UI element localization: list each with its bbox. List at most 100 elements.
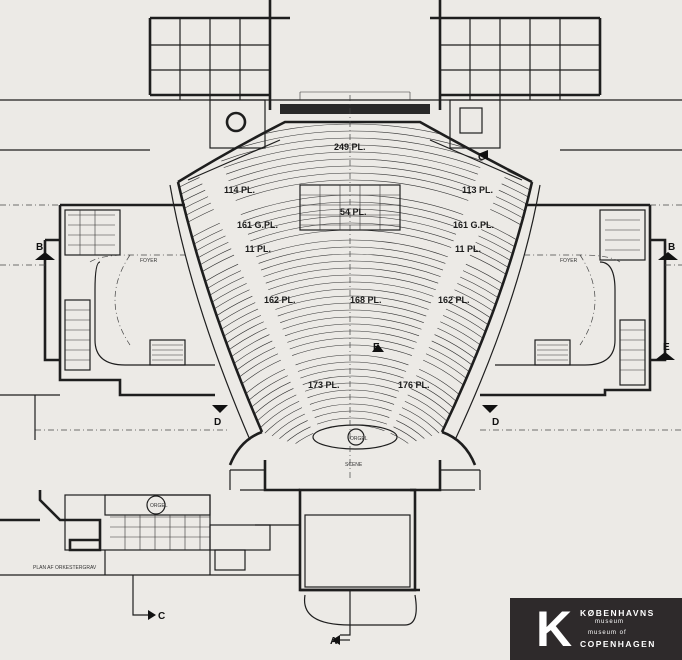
- seat-row: [178, 235, 226, 365]
- seat-row: [309, 396, 395, 405]
- seat-row: [457, 283, 532, 391]
- seat-row: [228, 158, 476, 182]
- label-161-right: 161 G.PL.: [453, 220, 494, 230]
- seat-row: [284, 323, 420, 337]
- seat-row: [258, 246, 446, 264]
- seat-row: [178, 295, 253, 398]
- seat-row: [401, 407, 459, 451]
- section-marker-a: A: [330, 636, 337, 647]
- label-176: 176 PL.: [398, 380, 430, 390]
- logo-line2: museum: [595, 619, 625, 625]
- label-173: 173 PL.: [308, 380, 340, 390]
- label-11-right: 11 PL.: [455, 244, 481, 254]
- seat-row: [245, 208, 459, 229]
- orchestra-pit-plan: [0, 490, 350, 645]
- seat-row: [469, 254, 532, 376]
- seat-row: [305, 382, 399, 392]
- auditorium: [169, 95, 541, 480]
- section-marker-c: C: [158, 611, 165, 622]
- seat-row: [465, 263, 532, 381]
- seat-row: [490, 209, 532, 351]
- seat-row: [178, 276, 244, 388]
- seat-row: [260, 253, 444, 271]
- seat-row: [263, 260, 441, 277]
- seat-row: [297, 361, 407, 372]
- organ-circle: [347, 428, 365, 446]
- seat-row: [501, 183, 532, 337]
- seat-row: [178, 222, 220, 358]
- seat-row: [269, 432, 314, 451]
- seat-row: [265, 267, 439, 284]
- seat-row: [295, 354, 409, 366]
- seat-row: [178, 263, 239, 381]
- seat-row: [510, 164, 532, 326]
- orchestra-pit: [312, 424, 398, 450]
- seat-row: [270, 281, 434, 297]
- seat-row: [252, 229, 452, 248]
- seat-row: [495, 196, 532, 344]
- seat-row: [275, 295, 429, 310]
- seat-row: [460, 276, 532, 388]
- seat-row: [178, 196, 209, 344]
- seat-row: [287, 330, 417, 343]
- label-orchestra-pit-plan: PLAN AF ORKESTERGRAV: [33, 565, 97, 571]
- spiral-stair: [225, 111, 247, 133]
- museum-logo: K KØBENHAVNS museum museum of COPENHAGEN: [510, 598, 682, 660]
- section-marker-e-right: E: [663, 342, 670, 353]
- label-162-left: 162 PL.: [264, 295, 296, 305]
- seat-row: [475, 242, 532, 369]
- seat-row: [307, 389, 397, 399]
- seat-row: [178, 189, 206, 340]
- seat-row: [462, 270, 532, 384]
- seat-row: [312, 403, 392, 412]
- seat-row: [226, 151, 478, 175]
- label-54: 54 PL.: [340, 207, 367, 217]
- seat-row: [451, 295, 532, 398]
- seat-row: [235, 179, 469, 201]
- label-organ-pit: ORGEL: [150, 503, 168, 509]
- label-113: 113 PL.: [462, 185, 493, 195]
- seat-row: [272, 288, 432, 304]
- seat-row: [178, 157, 192, 323]
- seat-row: [178, 248, 232, 372]
- label-organ: ORGEL: [350, 436, 368, 442]
- seat-row: [300, 368, 404, 379]
- seat-row: [178, 202, 211, 347]
- seat-row: [280, 309, 424, 323]
- seat-row: [178, 254, 235, 376]
- section-marker-b-left: B: [36, 242, 43, 253]
- seat-row: [239, 400, 300, 451]
- seat-row: [243, 201, 461, 222]
- seat-row: [178, 270, 242, 384]
- upper-building: [0, 0, 682, 151]
- label-162-right: 162 PL.: [438, 295, 470, 305]
- seat-row: [302, 375, 402, 385]
- seat-row: [292, 344, 412, 356]
- seat-row: [289, 337, 415, 350]
- seat-row: [404, 400, 465, 451]
- seat-row: [200, 359, 281, 433]
- seat-row: [233, 172, 471, 195]
- label-249: 249 PL.: [334, 142, 366, 152]
- right-wing: [480, 203, 667, 397]
- label-foyer-right: FOYER: [560, 258, 578, 264]
- label-foyer-left: FOYER: [140, 258, 158, 264]
- seat-row: [178, 170, 197, 330]
- label-168: 168 PL.: [350, 295, 382, 305]
- seat-row: [178, 283, 247, 391]
- seat-row: [277, 302, 427, 317]
- label-114: 114 PL.: [224, 185, 255, 195]
- seat-row: [454, 289, 532, 395]
- section-marker-d-left: D: [214, 417, 221, 428]
- seat-row: [481, 229, 532, 362]
- logo-line4: COPENHAGEN: [580, 639, 656, 649]
- seat-row: [250, 222, 454, 242]
- seat-row: [428, 347, 516, 426]
- seat-row: [245, 407, 303, 451]
- seat-row: [393, 426, 441, 451]
- seat-row: [178, 209, 214, 351]
- seat-row: [498, 189, 532, 340]
- label-161-left: 161 G.PL.: [237, 220, 278, 230]
- seat-row: [263, 426, 311, 451]
